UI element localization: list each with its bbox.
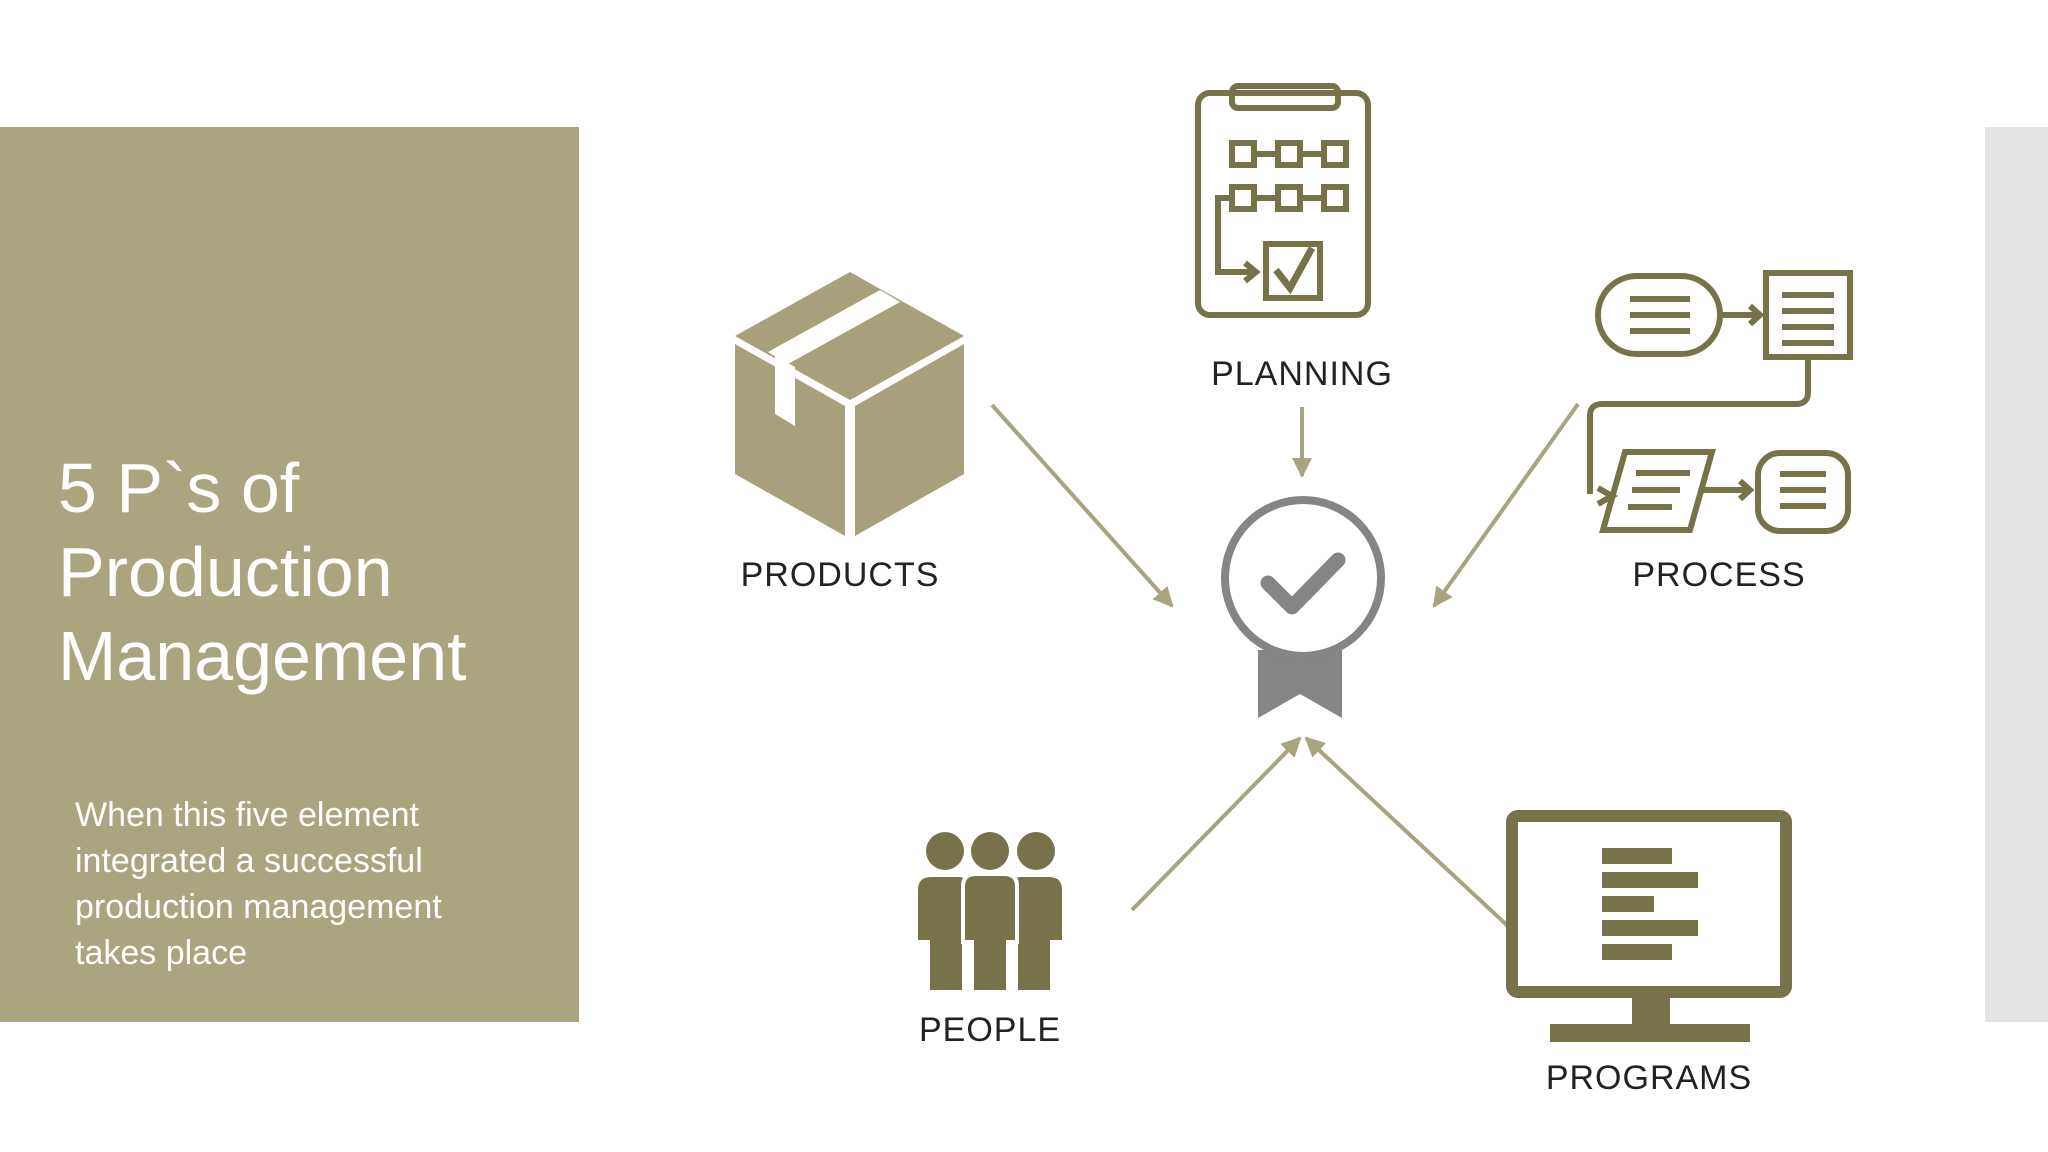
node-label-planning: PLANNING [1211,355,1393,393]
arrow-people [1130,736,1302,912]
clipboard-flowchart-icon [1195,83,1371,318]
node-label-programs: PROGRAMS [1545,1059,1753,1097]
quality-badge-icon [1221,496,1385,718]
title-panel [0,127,579,1022]
slide-subtitle: When this five element integrated a succ… [75,796,442,972]
arrows [990,402,1580,930]
process-flow-icon [1587,270,1853,534]
title-line: Production [58,533,393,611]
people-group-icon [918,832,1062,994]
arrow-products [990,403,1174,608]
arrow-process [1432,402,1580,608]
box-icon [735,272,964,536]
title-line: 5 P`s of [58,449,300,527]
slide-title: 5 P`s of Production Management [58,446,558,698]
node-label-process: PROCESS [1632,556,1806,594]
node-label-products: PRODUCTS [740,556,940,594]
monitor-gantt-icon [1506,810,1792,1042]
arrow-programs [1304,736,1512,930]
title-line: Management [58,617,467,695]
node-label-people: PEOPLE [918,1011,1062,1049]
side-strip [1985,127,2048,1022]
